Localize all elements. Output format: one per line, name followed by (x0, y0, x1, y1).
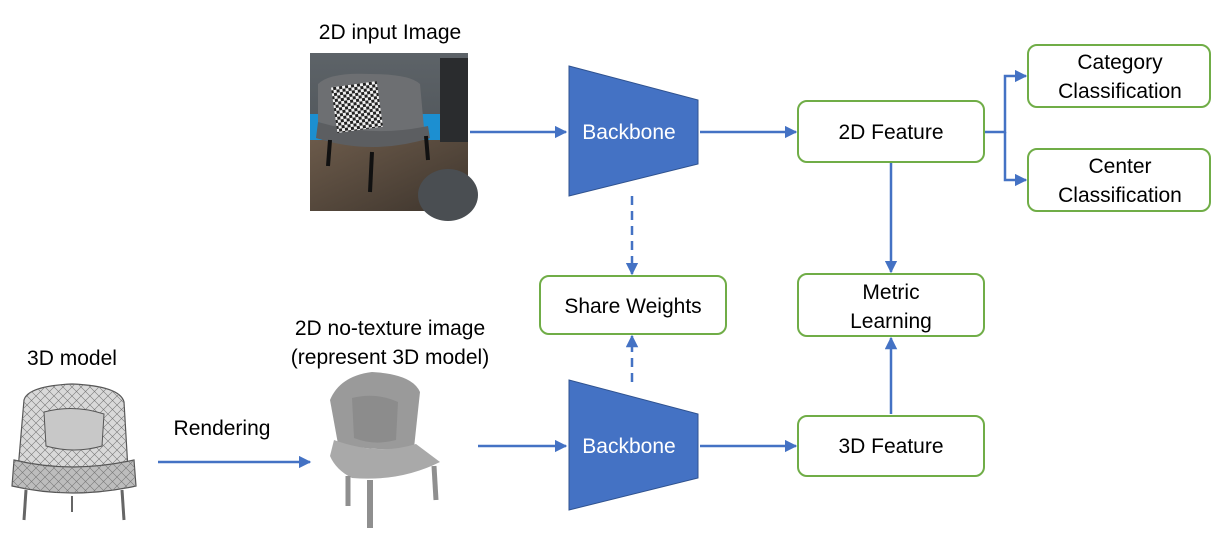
input-image-title: 2D input Image (319, 21, 461, 44)
backbone-top: Backbone (568, 65, 699, 197)
input-photo (310, 53, 478, 221)
wireframe-model (11, 383, 137, 521)
arrow-to-category (985, 69, 1028, 134)
category-label-line2: Classification (1058, 80, 1182, 103)
center-classification-box: Center Classification (1027, 148, 1211, 212)
notexture-title-line1: 2D no-texture image (295, 317, 485, 340)
backbone-bottom-label: Backbone (582, 435, 675, 458)
arrow-to-center (1003, 132, 1028, 187)
feature-2d-label: 2D Feature (838, 121, 943, 144)
rendering-label: Rendering (174, 417, 271, 440)
feature-2d-box: 2D Feature (797, 100, 985, 163)
center-label-line2: Classification (1058, 184, 1182, 207)
category-classification-box: Category Classification (1027, 44, 1211, 108)
notexture-title-line2: (represent 3D model) (291, 346, 489, 369)
rendered-chair (330, 372, 440, 528)
backbone-bottom: Backbone (568, 379, 699, 511)
backbone-top-label: Backbone (582, 121, 675, 144)
share-weights-box: Share Weights (539, 275, 727, 335)
metric-label-line1: Metric (862, 281, 919, 304)
model-title: 3D model (27, 347, 117, 370)
feature-3d-label: 3D Feature (838, 435, 943, 458)
share-weights-label: Share Weights (564, 295, 701, 318)
metric-label-line2: Learning (850, 310, 932, 333)
center-label-line1: Center (1088, 155, 1151, 178)
metric-learning-box: Metric Learning (797, 273, 985, 337)
category-label-line1: Category (1077, 51, 1163, 74)
feature-3d-box: 3D Feature (797, 415, 985, 477)
